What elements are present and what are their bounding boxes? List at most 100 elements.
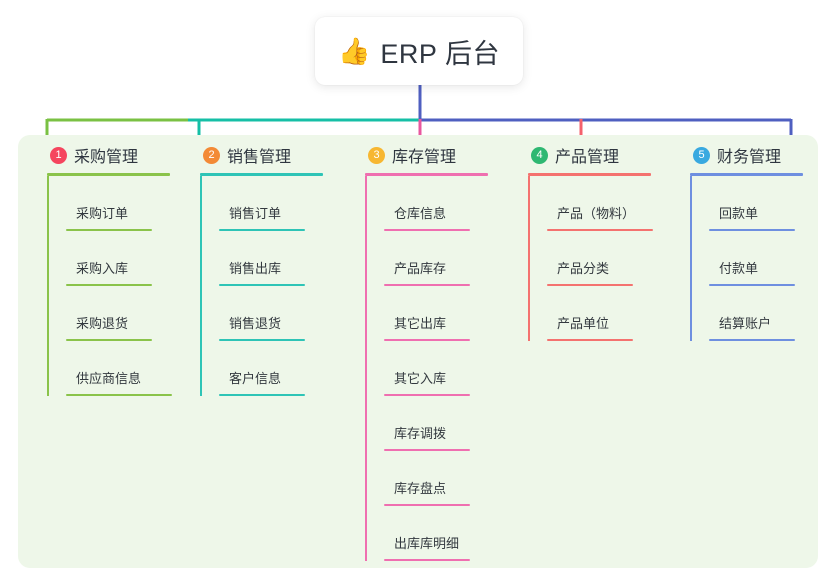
leaf-label: 产品分类 [557, 261, 610, 276]
column-header-产品管理[interactable]: 4 产品管理 [517, 142, 667, 168]
leaf-label: 其它入库 [394, 371, 447, 386]
root-title: ERP 后台 [380, 38, 500, 69]
leaf-node[interactable]: 采购入库 [66, 231, 186, 286]
leaf-label: 产品（物料） [557, 206, 636, 221]
leaf-node[interactable]: 产品（物料） [547, 176, 667, 231]
column-产品管理: 4 产品管理产品（物料） 产品分类产品单位 [517, 142, 667, 341]
leaf-label: 付款单 [719, 261, 759, 276]
leaf-rule [66, 229, 152, 231]
leaf-node[interactable]: 销售订单 [219, 176, 339, 231]
leaf-rule [219, 339, 305, 341]
leaf-node[interactable]: 销售退货 [219, 286, 339, 341]
leaf-label: 采购订单 [76, 206, 129, 221]
leaf-rule [709, 339, 795, 341]
column-header-rule [365, 173, 488, 176]
column-header-rule [528, 173, 651, 176]
column-items: 采购订单采购入库采购退货供应商信息 [47, 176, 186, 396]
leaf-node[interactable]: 结算账户 [709, 286, 829, 341]
leaf-node[interactable]: 库存调拨 [384, 396, 504, 451]
column-spine [47, 176, 49, 396]
leaf-node[interactable]: 采购退货 [66, 286, 186, 341]
column-采购管理: 1 采购管理采购订单采购入库采购退货供应商信息 [36, 142, 186, 396]
leaf-label: 仓库信息 [394, 206, 447, 221]
leaf-node[interactable]: 产品分类 [547, 231, 667, 286]
thumbs-up-icon: 👍 [338, 36, 371, 66]
leaf-node[interactable]: 采购订单 [66, 176, 186, 231]
leaf-rule [219, 394, 305, 396]
leaf-rule [219, 229, 305, 231]
leaf-label: 采购入库 [76, 261, 129, 276]
column-spine [200, 176, 202, 396]
leaf-rule [709, 284, 795, 286]
column-spine [365, 176, 367, 561]
column-header-rule [690, 173, 803, 176]
column-spine [690, 176, 692, 341]
leaf-rule [547, 339, 633, 341]
root-node-card[interactable]: 👍 ERP 后台 [315, 17, 523, 85]
leaf-label: 供应商信息 [76, 371, 142, 386]
column-header-rule [47, 173, 170, 176]
column-spine [528, 176, 530, 341]
leaf-label: 库存盘点 [394, 481, 447, 496]
leaf-rule [547, 229, 653, 231]
leaf-label: 出库库明细 [394, 536, 460, 551]
leaf-node[interactable]: 出库库明细 [384, 506, 504, 561]
leaf-rule [384, 394, 470, 396]
column-number-badge: 3 [368, 146, 385, 164]
column-number-badge: 5 [693, 146, 710, 164]
leaf-label: 销售退货 [229, 316, 282, 331]
diagram-panel [18, 135, 818, 568]
leaf-label: 其它出库 [394, 316, 447, 331]
leaf-label: 结算账户 [719, 316, 772, 331]
leaf-rule [384, 284, 470, 286]
leaf-rule [384, 449, 470, 451]
column-header-rule [200, 173, 323, 176]
column-销售管理: 2 销售管理销售订单销售出库销售退货客户信息 [189, 142, 339, 396]
leaf-node[interactable]: 仓库信息 [384, 176, 504, 231]
column-header-销售管理[interactable]: 2 销售管理 [189, 142, 339, 168]
leaf-node[interactable]: 库存盘点 [384, 451, 504, 506]
leaf-rule [384, 229, 470, 231]
leaf-node[interactable]: 销售出库 [219, 231, 339, 286]
column-title: 采购管理 [74, 149, 139, 166]
leaf-node[interactable]: 产品库存 [384, 231, 504, 286]
leaf-node[interactable]: 其它入库 [384, 341, 504, 396]
leaf-rule [66, 284, 152, 286]
column-header-采购管理[interactable]: 1 采购管理 [36, 142, 186, 168]
leaf-label: 客户信息 [229, 371, 282, 386]
leaf-rule [709, 229, 795, 231]
leaf-label: 销售订单 [229, 206, 282, 221]
leaf-label: 销售出库 [229, 261, 282, 276]
leaf-node[interactable]: 回款单 [709, 176, 829, 231]
leaf-label: 产品单位 [557, 316, 610, 331]
column-items: 回款单付款单结算账户 [690, 176, 829, 341]
column-header-财务管理[interactable]: 5 财务管理 [679, 142, 829, 168]
column-items: 产品（物料） 产品分类产品单位 [528, 176, 667, 341]
leaf-label: 库存调拨 [394, 426, 447, 441]
column-number-badge: 1 [50, 146, 67, 164]
leaf-rule [384, 559, 470, 561]
column-title: 销售管理 [227, 149, 292, 166]
leaf-label: 采购退货 [76, 316, 129, 331]
leaf-rule [219, 284, 305, 286]
leaf-node[interactable]: 付款单 [709, 231, 829, 286]
column-items: 仓库信息产品库存其它出库其它入库库存调拨库存盘点出库库明细 [365, 176, 504, 561]
leaf-rule [547, 284, 633, 286]
leaf-node[interactable]: 客户信息 [219, 341, 339, 396]
column-number-badge: 4 [531, 146, 548, 164]
column-items: 销售订单销售出库销售退货客户信息 [200, 176, 339, 396]
leaf-label: 产品库存 [394, 261, 447, 276]
leaf-label: 回款单 [719, 206, 759, 221]
column-title: 产品管理 [555, 149, 620, 166]
leaf-rule [384, 504, 470, 506]
leaf-node[interactable]: 供应商信息 [66, 341, 186, 396]
column-title: 财务管理 [717, 149, 782, 166]
column-number-badge: 2 [203, 146, 220, 164]
leaf-rule [66, 339, 152, 341]
column-财务管理: 5 财务管理回款单付款单结算账户 [679, 142, 829, 341]
leaf-rule [66, 394, 172, 396]
leaf-node[interactable]: 产品单位 [547, 286, 667, 341]
leaf-node[interactable]: 其它出库 [384, 286, 504, 341]
